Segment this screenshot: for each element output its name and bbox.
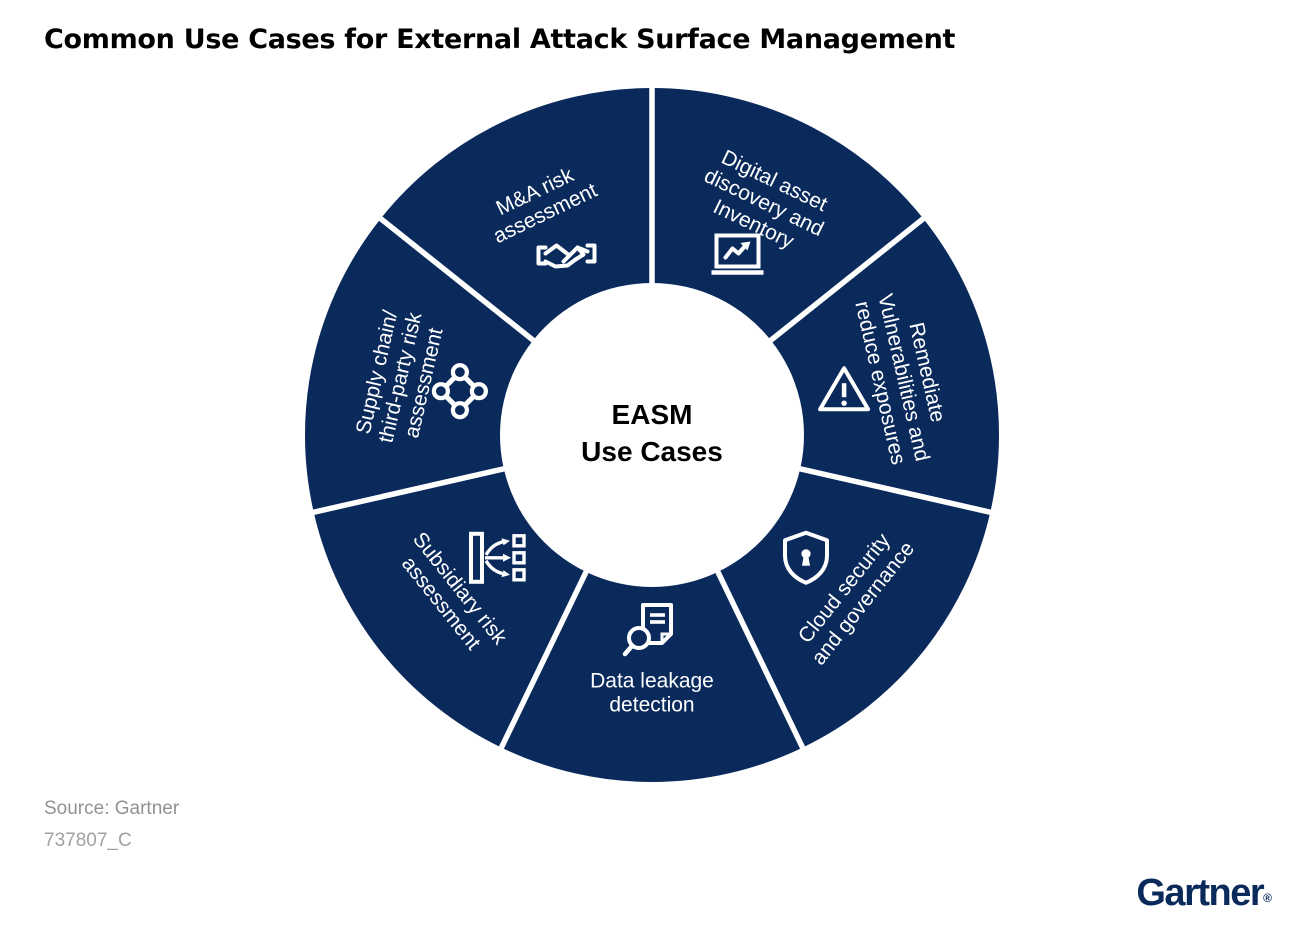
handshake-icon — [536, 243, 597, 269]
segment-divider — [714, 568, 807, 752]
wheel-segment-digital-asset-discovery: Digital assetdiscovery andInventory — [652, 87, 924, 341]
segment-shape — [501, 571, 803, 782]
registered-mark: ® — [1263, 891, 1272, 905]
network-nodes-icon — [431, 363, 488, 420]
segment-divider — [497, 568, 590, 752]
hierarchy-arrows-icon — [469, 531, 526, 584]
gartner-logo: Gartner® — [1136, 872, 1272, 915]
segment-divider — [376, 214, 538, 345]
segment-divider — [310, 465, 508, 516]
shield-lock-icon — [783, 530, 829, 585]
center-label-line1: EASM — [611, 399, 693, 430]
warning-triangle-icon — [818, 366, 871, 412]
wheel-segment-subsidiary-risk-assessment: Subsidiary riskassessment — [313, 468, 586, 748]
laptop-chart-icon — [711, 233, 764, 275]
segment-shape — [652, 87, 924, 341]
segment-divider — [796, 465, 994, 516]
segment-shape — [380, 88, 652, 341]
gartner-logo-text: Gartner — [1136, 872, 1264, 914]
wheel-segment-remediate-vulnerabilities: RemediateVulnerabilities andreduce expos… — [770, 218, 1000, 513]
wheel-segment-supply-chain-third-party-risk: Supply chain/third-party riskassessment — [304, 218, 534, 513]
document-id: 737807_C — [44, 830, 132, 851]
segment-shape — [313, 468, 586, 748]
wheel-segment-cloud-security-governance: Cloud securityand governance — [718, 468, 991, 748]
wheel-segment-ma-risk-assessment: M&A riskassessment — [380, 88, 652, 341]
document-search-icon — [622, 603, 673, 657]
source-label: Source: Gartner — [44, 798, 180, 819]
segment-divider — [766, 214, 928, 345]
segment-shape — [304, 218, 534, 513]
center-label-line2: Use Cases — [581, 436, 723, 467]
page-title: Common Use Cases for External Attack Sur… — [44, 24, 956, 55]
wheel-center-label: EASM Use Cases — [581, 396, 723, 470]
segment-shape — [770, 218, 1000, 513]
